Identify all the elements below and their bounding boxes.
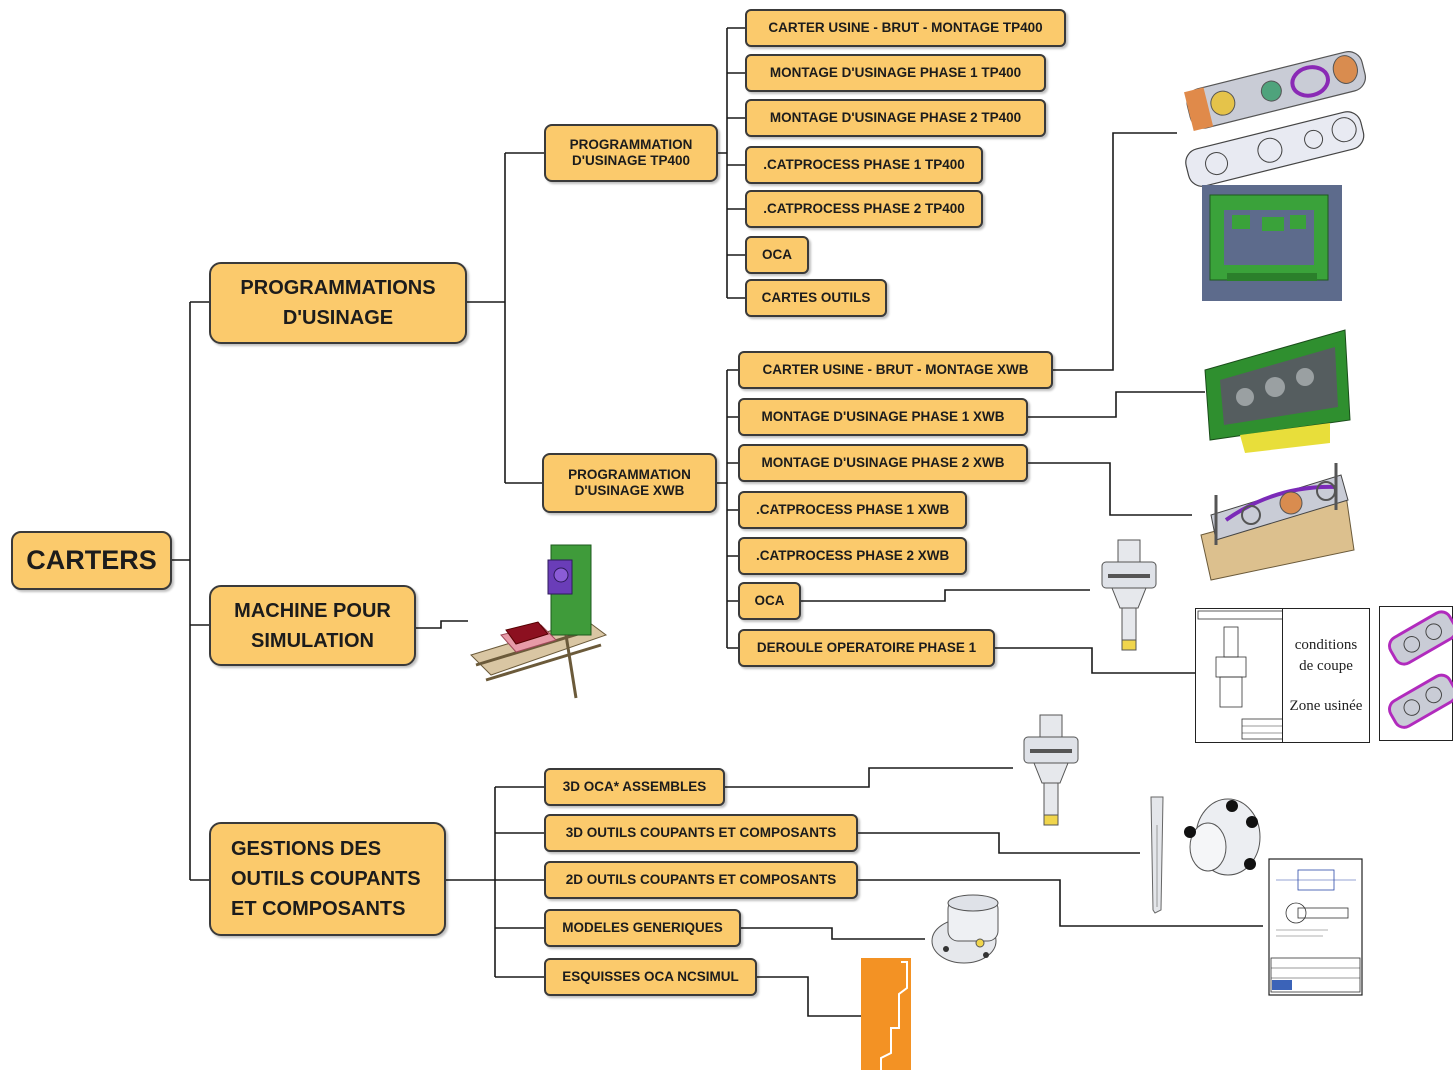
node-programmation-xwb[interactable]: PROGRAMMATION D'USINAGE XWB [542, 453, 717, 513]
leaf-xwb-carter-usine[interactable]: CARTER USINE - BRUT - MONTAGE XWB [738, 351, 1053, 389]
leaf-tp400-cartes-outils[interactable]: CARTES OUTILS [745, 279, 887, 317]
cutting-conditions-document: conditions de coupe Zone usinée [1282, 608, 1370, 743]
sketch-ncsimul-image [861, 958, 911, 1070]
leaf-xwb-catprocess-phase2[interactable]: .CATPROCESS PHASE 2 XWB [738, 537, 967, 575]
tool-holder-image [1101, 539, 1157, 651]
generic-tool-image [931, 894, 999, 964]
drawing-sheet-image [1195, 608, 1287, 743]
leaf-tp400-montage-phase1[interactable]: MONTAGE D'USINAGE PHASE 1 TP400 [745, 54, 1046, 92]
fixture-green-image [1202, 185, 1342, 301]
leaf-3d-outils-coupants[interactable]: 3D OUTILS COUPANTS ET COMPOSANTS [544, 814, 858, 852]
leaf-esquisses-oca-ncsimul[interactable]: ESQUISSES OCA NCSIMUL [544, 958, 757, 996]
leaf-xwb-catprocess-phase1[interactable]: .CATPROCESS PHASE 1 XWB [738, 491, 967, 529]
tool-drawing-image [1268, 858, 1363, 996]
branch-machine-simulation[interactable]: MACHINE POUR SIMULATION [209, 585, 416, 666]
branch-gestions-outils[interactable]: GESTIONS DES OUTILS COUPANTS ET COMPOSAN… [209, 822, 446, 936]
leaf-xwb-montage-phase1[interactable]: MONTAGE D'USINAGE PHASE 1 XWB [738, 398, 1028, 436]
leaf-2d-outils-coupants[interactable]: 2D OUTILS COUPANTS ET COMPOSANTS [544, 861, 858, 899]
leaf-tp400-catprocess-phase2[interactable]: .CATPROCESS PHASE 2 TP400 [745, 190, 983, 228]
doc-line-conditions: conditions [1294, 637, 1358, 653]
carter-3d-image [1184, 51, 1367, 187]
leaf-xwb-oca[interactable]: OCA [738, 582, 801, 620]
assembly-phase2-image [1200, 463, 1355, 581]
drill-image [1150, 796, 1164, 914]
leaf-tp400-montage-phase2[interactable]: MONTAGE D'USINAGE PHASE 2 TP400 [745, 99, 1046, 137]
leaf-tp400-carter-usine[interactable]: CARTER USINE - BRUT - MONTAGE TP400 [745, 9, 1066, 47]
leaf-3d-oca-assembles[interactable]: 3D OCA* ASSEMBLES [544, 768, 725, 806]
machined-zone-image [1379, 606, 1453, 741]
leaf-modeles-generiques[interactable]: MODELES GENERIQUES [544, 909, 741, 947]
leaf-xwb-deroule-operatoire[interactable]: DEROULE OPERATOIRE PHASE 1 [738, 629, 995, 667]
fixture-xwb-image [1204, 329, 1351, 453]
leaf-tp400-catprocess-phase1[interactable]: .CATPROCESS PHASE 1 TP400 [745, 146, 983, 184]
coupling-image [1184, 798, 1261, 876]
leaf-tp400-oca[interactable]: OCA [745, 236, 809, 274]
doc-line-de-coupe: de coupe [1299, 658, 1353, 674]
doc-line-zone-usinee: Zone usinée [1289, 698, 1363, 714]
branch-programmations-usinage[interactable]: PROGRAMMATIONS D'USINAGE [209, 262, 467, 344]
leaf-xwb-montage-phase2[interactable]: MONTAGE D'USINAGE PHASE 2 XWB [738, 444, 1028, 482]
node-programmation-tp400[interactable]: PROGRAMMATION D'USINAGE TP400 [544, 124, 718, 182]
machine-sim-image [470, 544, 608, 699]
oca-assembly-image [1023, 714, 1079, 826]
root-node-carters[interactable]: CARTERS [11, 531, 172, 590]
